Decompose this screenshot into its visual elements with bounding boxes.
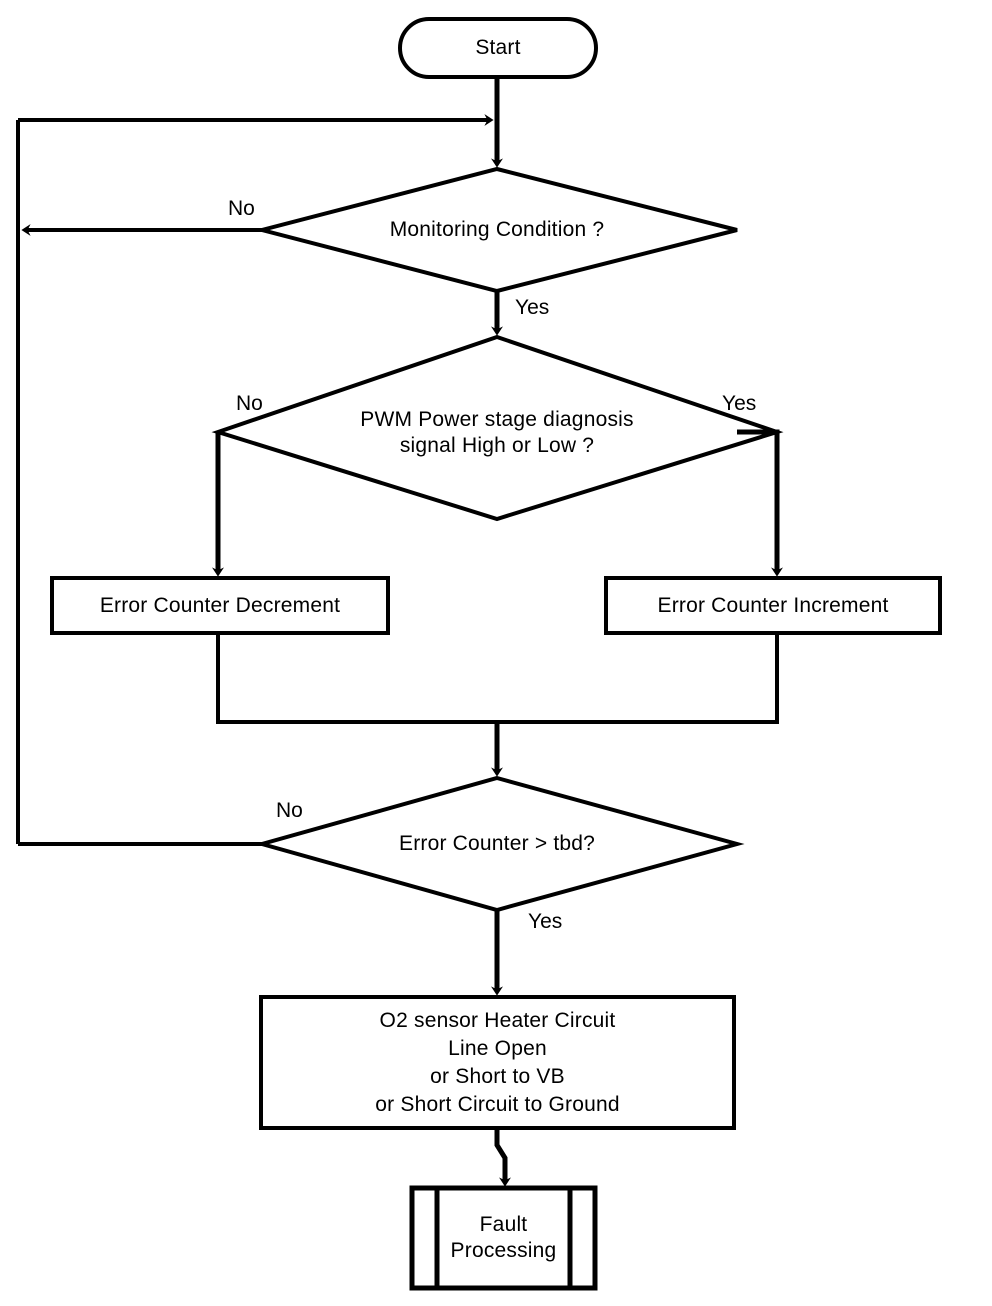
decision-monitoring-shape — [254, 166, 738, 294]
fault-processing-shape — [409, 1185, 598, 1291]
decision-threshold-shape — [254, 775, 745, 913]
edge-label-pwm-no: No — [236, 392, 263, 415]
start-terminator-shape — [398, 17, 598, 79]
fault-description-shape — [259, 995, 736, 1130]
edge-label-threshold-no: No — [276, 799, 303, 822]
error-counter-decrement-shape — [50, 576, 390, 635]
edge-label-monitoring-no: No — [228, 197, 255, 220]
decision-pwm-shape — [211, 334, 784, 522]
edge-label-monitoring-yes: Yes — [515, 296, 550, 319]
edge-pwm-yes — [737, 429, 783, 577]
edge-label-pwm-yes: Yes — [722, 392, 757, 415]
edge-description-to-processing — [494, 1128, 511, 1187]
edge-counters-merge — [216, 633, 779, 724]
edge-label-threshold-yes: Yes — [528, 910, 563, 933]
error-counter-increment-shape — [604, 576, 942, 635]
